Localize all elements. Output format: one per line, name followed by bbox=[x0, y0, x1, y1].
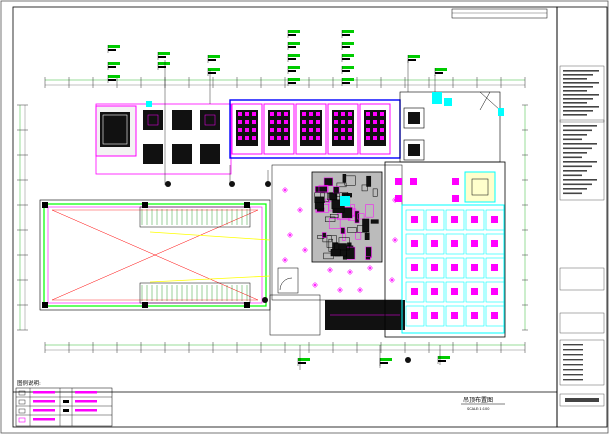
corridor-area bbox=[269, 164, 405, 336]
markers bbox=[146, 100, 504, 363]
top-room-strip bbox=[229, 99, 401, 159]
drawing-title: 吊顶布置图 bbox=[463, 396, 493, 404]
dimension-ticks bbox=[17, 77, 528, 353]
center-room bbox=[311, 171, 383, 263]
annotation-tags bbox=[107, 30, 450, 366]
right-hall bbox=[384, 161, 506, 338]
drawing-scale: SCALE:1:100 bbox=[467, 407, 490, 411]
legend-table bbox=[15, 387, 113, 427]
revision-box bbox=[451, 8, 548, 19]
top-left-hall bbox=[95, 103, 232, 175]
left-court-area bbox=[39, 199, 271, 311]
title-block-content bbox=[559, 65, 605, 407]
legend-heading: 图例说明: bbox=[17, 379, 41, 387]
title-block bbox=[556, 6, 608, 428]
leader-lines bbox=[164, 60, 441, 370]
